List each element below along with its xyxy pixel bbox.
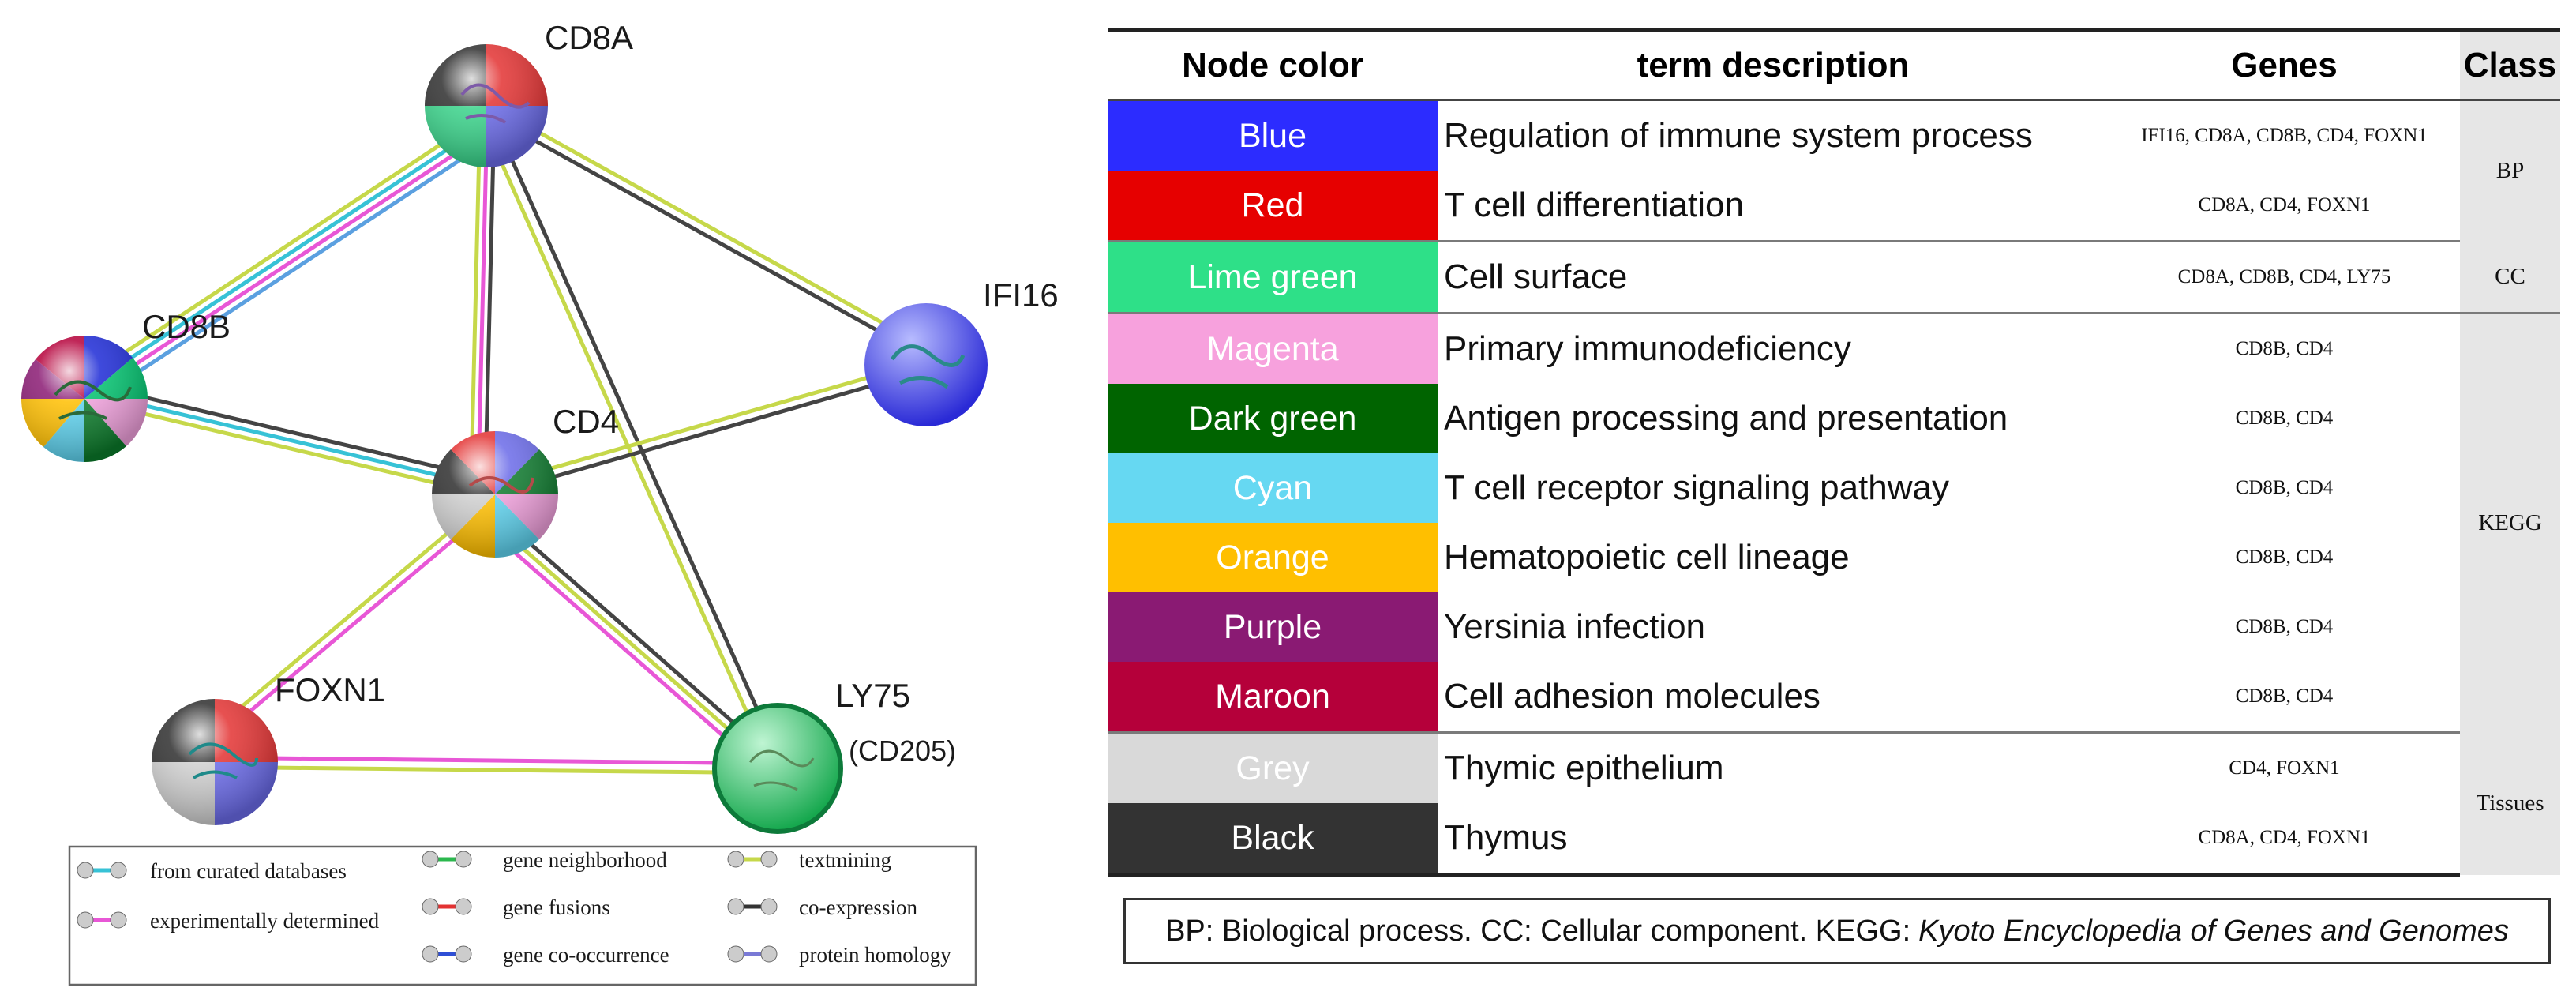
table-row: Dark green Antigen processing and presen… bbox=[1108, 384, 2560, 453]
edge-cd8b-cd4 bbox=[129, 392, 449, 487]
edge-legend: from curated databases experimentally de… bbox=[68, 845, 977, 986]
genes-cell: CD8B, CD4 bbox=[2235, 338, 2334, 359]
node-color-cell: Grey bbox=[1108, 732, 1438, 803]
node-color-cell: Black bbox=[1108, 803, 1438, 877]
table-row: Maroon Cell adhesion molecules CD8B, CD4 bbox=[1108, 662, 2560, 734]
svg-text:textmining: textmining bbox=[799, 848, 891, 872]
header-class: Class bbox=[2460, 28, 2560, 101]
table-row: Black Thymus CD8A, CD4, FOXN1 bbox=[1108, 803, 2560, 877]
svg-text:protein homology: protein homology bbox=[799, 943, 951, 967]
legend-fusions: gene fusions bbox=[422, 896, 610, 919]
footnote-italic: Kyoto Encyclopedia of Genes and Genomes bbox=[1918, 914, 2509, 948]
table-row: Cyan T cell receptor signaling pathway C… bbox=[1108, 453, 2560, 523]
term-cell: T cell differentiation bbox=[1438, 171, 2109, 242]
class-cell-cc: CC bbox=[2460, 241, 2560, 314]
genes-cell: CD8A, CD4, FOXN1 bbox=[2109, 171, 2460, 242]
network-edges bbox=[82, 120, 901, 775]
genes-cell: CD4, FOXN1 bbox=[2229, 757, 2340, 779]
legend-homology: protein homology bbox=[727, 943, 951, 967]
node-cd4[interactable] bbox=[432, 431, 558, 558]
term-cell: Regulation of immune system process bbox=[1444, 116, 2033, 155]
node-ifi16[interactable] bbox=[864, 303, 988, 426]
svg-text:gene fusions: gene fusions bbox=[503, 896, 610, 919]
svg-text:gene co-occurrence: gene co-occurrence bbox=[503, 943, 669, 967]
edge-cd4-foxn1 bbox=[234, 527, 461, 719]
table-row: Blue Regulation of immune system process… bbox=[1108, 100, 2560, 242]
term-cell: Cell adhesion molecules bbox=[1438, 662, 2109, 734]
node-color-cell: Lime green bbox=[1108, 241, 1438, 314]
legend-coexpression: co-expression bbox=[727, 896, 917, 919]
legend-textmining: textmining bbox=[727, 848, 891, 872]
table-row: Purple Yersinia infection CD8B, CD4 bbox=[1108, 592, 2560, 662]
edge-cd4-ifi16 bbox=[519, 375, 872, 488]
svg-text:experimentally determined: experimentally determined bbox=[150, 909, 380, 933]
class-cell-kegg: KEGG bbox=[2460, 313, 2560, 733]
genes-cell: IFI16, CD8A, CD8B, CD4, FOXN1 bbox=[2141, 125, 2428, 146]
header-genes: Genes bbox=[2109, 28, 2460, 101]
svg-text:co-expression: co-expression bbox=[799, 896, 917, 919]
table-row: Red T cell differentiation CD8A, CD4, FO… bbox=[1108, 171, 2560, 242]
genes-cell: CD8B, CD4 bbox=[2235, 546, 2334, 568]
edge-foxn1-ly75 bbox=[266, 756, 721, 775]
header-node-color: Node color bbox=[1108, 28, 1438, 101]
term-cell: Primary immunodeficiency bbox=[1444, 329, 1851, 368]
enrichment-table: Node color term description Genes Class … bbox=[1108, 28, 2560, 877]
class-cell-bp: BP bbox=[2460, 100, 2560, 242]
table-row: Grey Thymic epithelium CD4, FOXN1 Tissue… bbox=[1108, 732, 2560, 875]
abbreviation-footnote: BP: Biological process. CC: Cellular com… bbox=[1123, 898, 2551, 964]
genes-cell: CD8B, CD4 bbox=[2109, 662, 2460, 734]
edge-cd8a-cd4 bbox=[469, 148, 496, 476]
node-color-cell: Orange bbox=[1108, 523, 1438, 592]
node-foxn1[interactable] bbox=[152, 699, 278, 825]
table-row: Magenta Primary immunodeficiency CD8B, C… bbox=[1108, 313, 2560, 733]
term-cell: Hematopoietic cell lineage bbox=[1444, 538, 1850, 576]
genes-cell: CD8A, CD4, FOXN1 bbox=[2109, 803, 2460, 877]
table-row: Orange Hematopoietic cell lineage CD8B, … bbox=[1108, 523, 2560, 592]
term-cell: Cell surface bbox=[1438, 241, 2109, 314]
edge-cd4-ly75 bbox=[496, 523, 749, 749]
term-cell: Antigen processing and presentation bbox=[1444, 399, 2008, 438]
header-term-description: term description bbox=[1438, 28, 2109, 101]
table-body: Blue Regulation of immune system process… bbox=[1108, 100, 2560, 877]
legend-curated: from curated databases bbox=[77, 859, 347, 883]
node-color-cell: Magenta bbox=[1108, 313, 1438, 384]
class-cell-tissues: Tissues bbox=[2460, 732, 2560, 875]
legend-neighborhood: gene neighborhood bbox=[422, 848, 667, 872]
legend-experimental: experimentally determined bbox=[77, 909, 380, 933]
node-label-ly75-alias: (CD205) bbox=[849, 734, 956, 767]
node-label-ly75: LY75 bbox=[835, 677, 910, 714]
node-label-cd8a: CD8A bbox=[545, 19, 633, 56]
protein-interaction-network: CD8A CD8B CD4 IFI16 FOXN bbox=[21, 19, 1058, 986]
svg-text:gene neighborhood: gene neighborhood bbox=[503, 848, 667, 872]
node-label-foxn1: FOXN1 bbox=[275, 671, 385, 708]
genes-cell: CD8B, CD4 bbox=[2235, 477, 2334, 498]
term-cell: T cell receptor signaling pathway bbox=[1444, 468, 1949, 507]
table-row: Lime green Cell surface CD8A, CD8B, CD4,… bbox=[1108, 241, 2560, 314]
genes-cell: CD8B, CD4 bbox=[2235, 407, 2334, 429]
node-color-cell: Dark green bbox=[1108, 384, 1438, 453]
legend-cooccurrence: gene co-occurrence bbox=[422, 943, 669, 967]
footnote-text: BP: Biological process. CC: Cellular com… bbox=[1165, 914, 1911, 948]
node-color-cell: Red bbox=[1108, 171, 1438, 242]
term-cell: Thymic epithelium bbox=[1444, 749, 1724, 787]
node-color-cell: Blue bbox=[1108, 100, 1438, 171]
node-label-cd4: CD4 bbox=[553, 403, 619, 440]
node-label-cd8b: CD8B bbox=[142, 308, 231, 345]
table-header-row: Node color term description Genes Class bbox=[1108, 28, 2560, 101]
node-ly75[interactable] bbox=[712, 703, 843, 834]
genes-cell: CD8B, CD4 bbox=[2235, 616, 2334, 637]
node-label-ifi16: IFI16 bbox=[983, 276, 1058, 314]
svg-text:from curated databases: from curated databases bbox=[150, 859, 347, 883]
genes-cell: CD8A, CD8B, CD4, LY75 bbox=[2109, 241, 2460, 314]
term-cell: Yersinia infection bbox=[1444, 607, 1706, 646]
edge-cd8a-cd8b bbox=[82, 122, 487, 400]
node-cd8b[interactable] bbox=[21, 335, 148, 463]
node-cd8a[interactable] bbox=[425, 44, 548, 167]
node-color-cell: Cyan bbox=[1108, 453, 1438, 523]
edge-cd8a-ifi16 bbox=[516, 120, 901, 343]
node-color-cell: Maroon bbox=[1108, 662, 1438, 734]
term-cell: Thymus bbox=[1438, 803, 2109, 877]
node-color-cell: Purple bbox=[1108, 592, 1438, 662]
